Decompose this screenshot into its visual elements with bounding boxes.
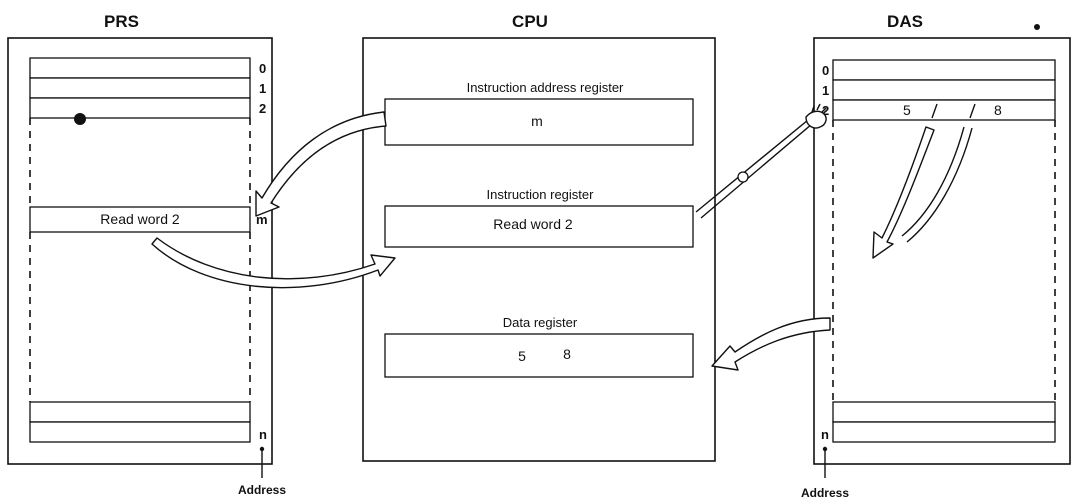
control-rod-line-2 — [700, 123, 813, 219]
das-address-0: 0 — [822, 63, 829, 78]
prs-address-n: n — [259, 427, 267, 442]
control-rod-joint — [737, 171, 749, 183]
control-rod-line-1 — [695, 119, 809, 213]
das-word2-divider-2 — [969, 103, 976, 119]
prs-address-0: 0 — [259, 61, 266, 76]
instruction-address-register-value: m — [531, 113, 543, 129]
das-address-label: Address — [801, 486, 849, 500]
prs-ink-blot — [74, 113, 86, 125]
das-address-2: 2 — [822, 103, 829, 118]
das-cell-0 — [832, 59, 1056, 81]
data-register-label: Data register — [503, 315, 578, 330]
data-transfer-arrow — [711, 317, 831, 371]
prs-cell-n — [29, 421, 251, 443]
das-address-pointer-dot — [822, 446, 828, 452]
das-read-arrow-2 — [901, 126, 973, 243]
prs-address-label: Address — [238, 483, 286, 497]
das-word2-divider-1 — [931, 103, 938, 119]
prs-cell-m — [29, 206, 251, 233]
prs-cell-2 — [29, 97, 251, 119]
das-read-arrow-1 — [872, 126, 935, 259]
instruction-register-box — [384, 205, 694, 248]
das-ink-dot — [1034, 24, 1040, 30]
das-word2-value-2: 8 — [994, 102, 1002, 118]
prs-cell-0 — [29, 57, 251, 79]
prs-address-1: 1 — [259, 81, 266, 96]
instruction-register-label: Instruction register — [487, 187, 595, 202]
fetch-address-arrow — [255, 111, 387, 217]
data-register-box — [384, 333, 694, 378]
control-rod — [695, 103, 827, 219]
prs-address-m: m — [256, 212, 268, 227]
das-address-n: n — [821, 427, 829, 442]
das-title: DAS — [887, 12, 923, 31]
cpu-title: CPU — [512, 12, 548, 31]
prs-cell-m-text: Read word 2 — [100, 211, 180, 227]
das-cell-n — [832, 421, 1056, 443]
prs-address-2: 2 — [259, 101, 266, 116]
data-register-value-1: 5 — [518, 348, 526, 364]
prs-title: PRS — [104, 12, 139, 31]
prs-cell-n-minus-1 — [29, 401, 251, 423]
data-register-value-2: 8 — [563, 346, 571, 362]
prs-cell-1 — [29, 77, 251, 99]
das-word2-value-1: 5 — [903, 102, 911, 118]
instruction-register-value: Read word 2 — [493, 216, 573, 232]
das-cell-n-minus-1 — [832, 401, 1056, 423]
prs-address-pointer-dot — [259, 446, 265, 452]
das-address-1: 1 — [822, 83, 829, 98]
grabber-hand-icon — [805, 110, 827, 129]
grabber-fingers — [811, 103, 827, 113]
das-cell-2 — [832, 99, 1056, 121]
instruction-transfer-arrow — [151, 237, 396, 289]
prs-block: PRS Read word 2 0 1 2 m n Address — [7, 12, 286, 497]
instruction-address-register-label: Instruction address register — [467, 80, 624, 95]
das-cell-1 — [832, 79, 1056, 101]
cpu-block: CPU Instruction address register m Instr… — [362, 12, 716, 462]
das-block: DAS 0 1 2 n 5 8 Address — [801, 12, 1071, 500]
